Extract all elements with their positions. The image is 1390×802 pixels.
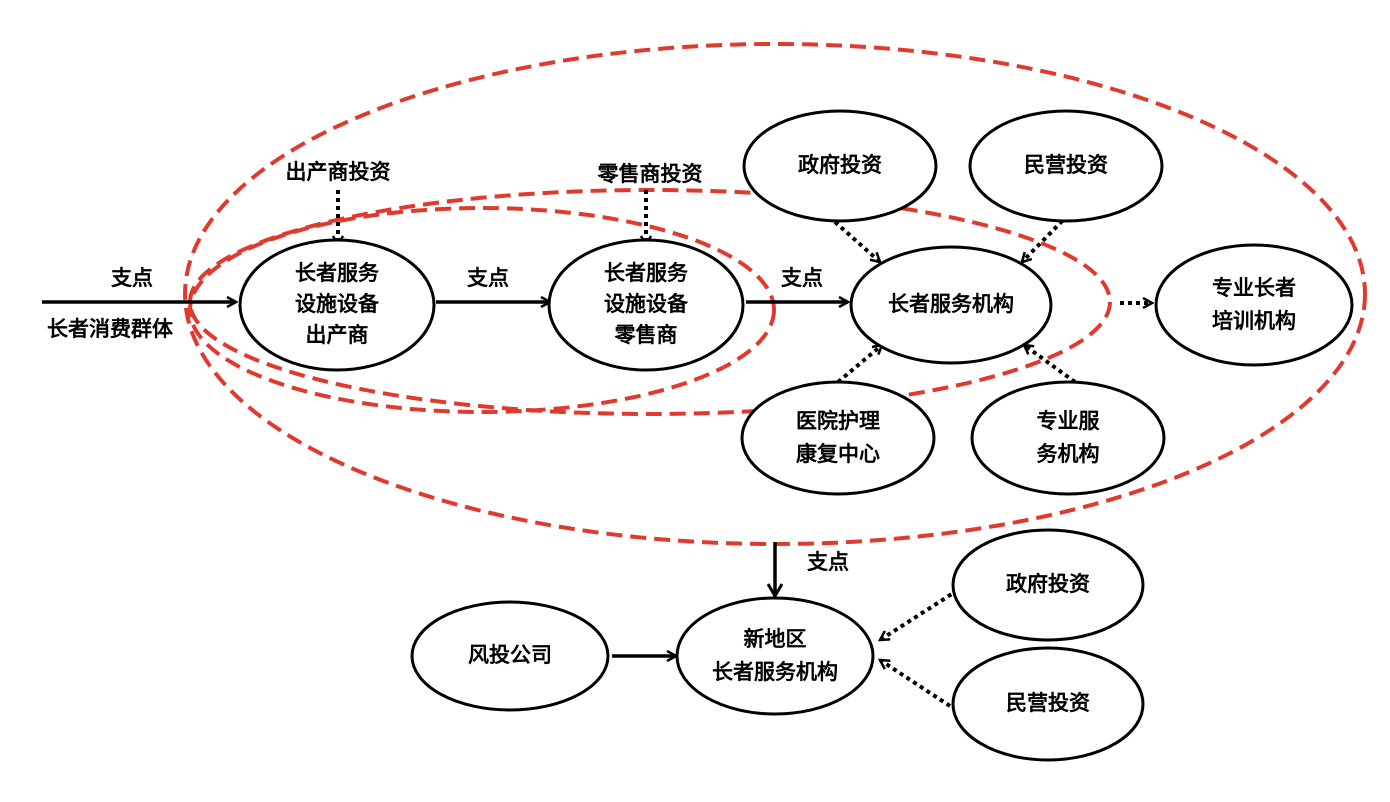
arrow-private-bottom — [880, 658, 952, 708]
label-fulcrum-3: 支点 — [781, 266, 823, 290]
node-manufacturer: 长者服务 设施设备 出产商 — [238, 238, 436, 372]
node-gov-investment-top-label: 政府投资 — [798, 153, 882, 177]
node-training-org-line-2: 培训机构 — [1212, 309, 1296, 333]
node-new-region-org-line-2: 长者服务机构 — [712, 660, 838, 684]
node-manufacturer-line-2: 设施设备 — [295, 292, 380, 316]
label-fulcrum-2: 支点 — [467, 266, 509, 290]
node-retailer-line-3: 零售商 — [614, 323, 678, 347]
node-hospital-rehab: 医院护理 康复中心 — [740, 380, 936, 496]
label-consumer-group: 长者消费群体 — [47, 317, 174, 341]
node-training-org: 专业长者 培训机构 — [1154, 243, 1354, 367]
label-manufacturer-investment: 出产商投资 — [286, 160, 391, 184]
node-retailer-line-2: 设施设备 — [604, 292, 689, 316]
label-fulcrum-1: 支点 — [111, 266, 153, 290]
node-private-investment-bottom: 民营投资 — [951, 646, 1145, 762]
node-professional-service-line-1: 专业服 — [1037, 409, 1101, 433]
node-new-region-org: 新地区 长者服务机构 — [675, 596, 875, 716]
arrow-private-top — [1022, 213, 1070, 262]
node-private-investment-top-label: 民营投资 — [1024, 153, 1108, 177]
node-retailer-line-1: 长者服务 — [604, 261, 689, 285]
node-manufacturer-line-3: 出产商 — [306, 323, 369, 347]
node-hospital-rehab-line-2: 康复中心 — [796, 442, 880, 466]
node-private-investment-bottom-label: 民营投资 — [1006, 691, 1090, 715]
node-venture-capital: 风投公司 — [410, 600, 610, 712]
node-gov-investment-top: 政府投资 — [742, 109, 938, 223]
node-new-region-org-line-1: 新地区 — [744, 627, 807, 651]
middle-loop — [188, 188, 1112, 416]
node-gov-investment-bottom: 政府投资 — [951, 528, 1145, 642]
arrow-hospital — [836, 345, 882, 384]
inner-loop — [188, 206, 776, 414]
node-senior-service-org-label: 长者服务机构 — [888, 292, 1014, 316]
node-venture-capital-label: 风投公司 — [468, 643, 552, 667]
node-private-investment-top: 民营投资 — [968, 109, 1164, 223]
arrow-gov-bottom — [880, 588, 960, 642]
node-hospital-rehab-line-1: 医院护理 — [796, 409, 880, 433]
node-professional-service: 专业服 务机构 — [970, 380, 1166, 496]
arrow-gov-top — [833, 220, 880, 262]
arrow-professional-service — [1024, 343, 1077, 384]
node-retailer: 长者服务 设施设备 零售商 — [547, 238, 745, 372]
node-senior-service-org: 长者服务机构 — [849, 245, 1053, 365]
node-manufacturer-line-1: 长者服务 — [295, 261, 380, 285]
node-professional-service-line-2: 务机构 — [1037, 442, 1100, 466]
node-gov-investment-bottom-label: 政府投资 — [1006, 572, 1090, 596]
label-retailer-investment: 零售商投资 — [597, 162, 703, 186]
label-fulcrum-4: 支点 — [807, 550, 849, 574]
node-training-org-line-1: 专业长者 — [1212, 276, 1296, 300]
